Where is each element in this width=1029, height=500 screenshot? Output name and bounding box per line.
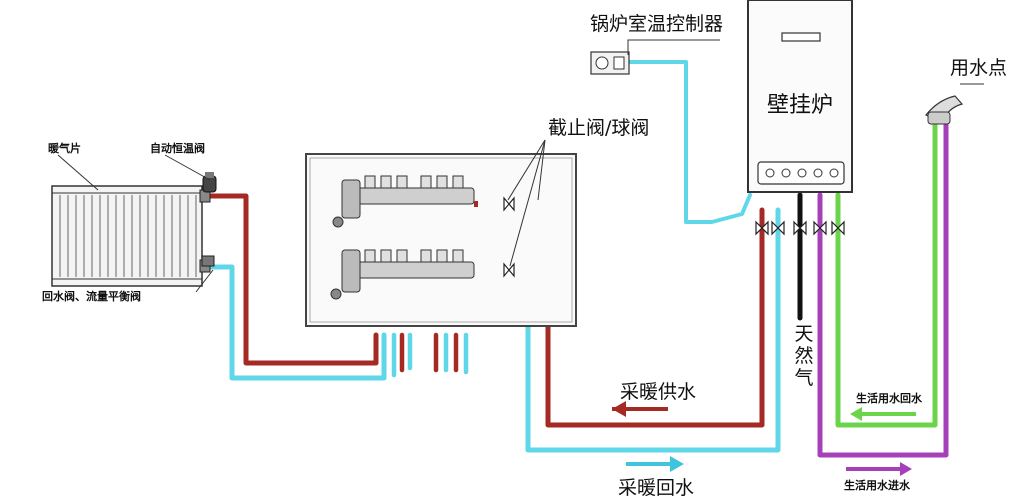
- boiler-valves: [755, 220, 845, 236]
- radiator-return-pipe: [205, 264, 387, 381]
- valve-icon: [201, 255, 215, 267]
- domestic-cold-pipe: [817, 122, 949, 458]
- label-heating-return: 采暖回水: [618, 477, 694, 499]
- label-return-valve: 回水阀、流量平衡阀: [42, 289, 141, 303]
- valve-icon: [503, 262, 515, 278]
- thermostat-icon: [202, 172, 217, 193]
- valve-icon: [755, 220, 769, 236]
- label-radiator: 暖气片: [48, 141, 81, 155]
- label-gas-1: 天: [794, 323, 813, 345]
- valve-icon: [503, 196, 515, 212]
- label-room-controller: 锅炉室温控制器: [590, 13, 723, 35]
- radiator-supply-pipe: [205, 193, 379, 366]
- arrow-heating-return: [626, 456, 684, 472]
- arrow-domestic-inlet: [846, 462, 912, 476]
- label-boiler: 壁挂炉: [767, 93, 833, 118]
- valve-icon: [793, 220, 807, 236]
- label-gas-2: 然: [794, 345, 813, 367]
- boiler-icon: [747, 0, 853, 193]
- domestic-hot-pipe: [835, 122, 938, 428]
- manifold-icon: [305, 153, 577, 327]
- shutoff-valves: [503, 196, 515, 278]
- label-thermo-valve: 自动恒温阀: [150, 141, 205, 155]
- radiator-icon: [51, 185, 211, 287]
- arrow-domestic-return: [850, 407, 916, 421]
- leader-lines: [57, 139, 546, 293]
- labels: 暖气片 自动恒温阀 回水阀、流量平衡阀 截止阀/球阀 锅炉室温控制器 壁挂炉 用…: [42, 13, 1007, 499]
- valve-icon: [831, 220, 845, 236]
- valve-icon: [813, 220, 827, 236]
- label-gas-3: 气: [794, 367, 813, 389]
- flow-arrows: [612, 401, 916, 476]
- controller-cable: [628, 60, 752, 224]
- label-shutoff-valve: 截止阀/球阀: [548, 117, 649, 139]
- valve-icon: [771, 220, 785, 236]
- arrow-heating-supply: [612, 401, 668, 417]
- label-domestic-inlet: 生活用水进水: [844, 478, 911, 492]
- thermostat-icon: [590, 39, 720, 75]
- label-heating-supply: 采暖供水: [620, 381, 696, 403]
- faucet-icon: [925, 83, 984, 125]
- label-domestic-return: 生活用水回水: [856, 391, 923, 405]
- label-water-point: 用水点: [950, 57, 1007, 79]
